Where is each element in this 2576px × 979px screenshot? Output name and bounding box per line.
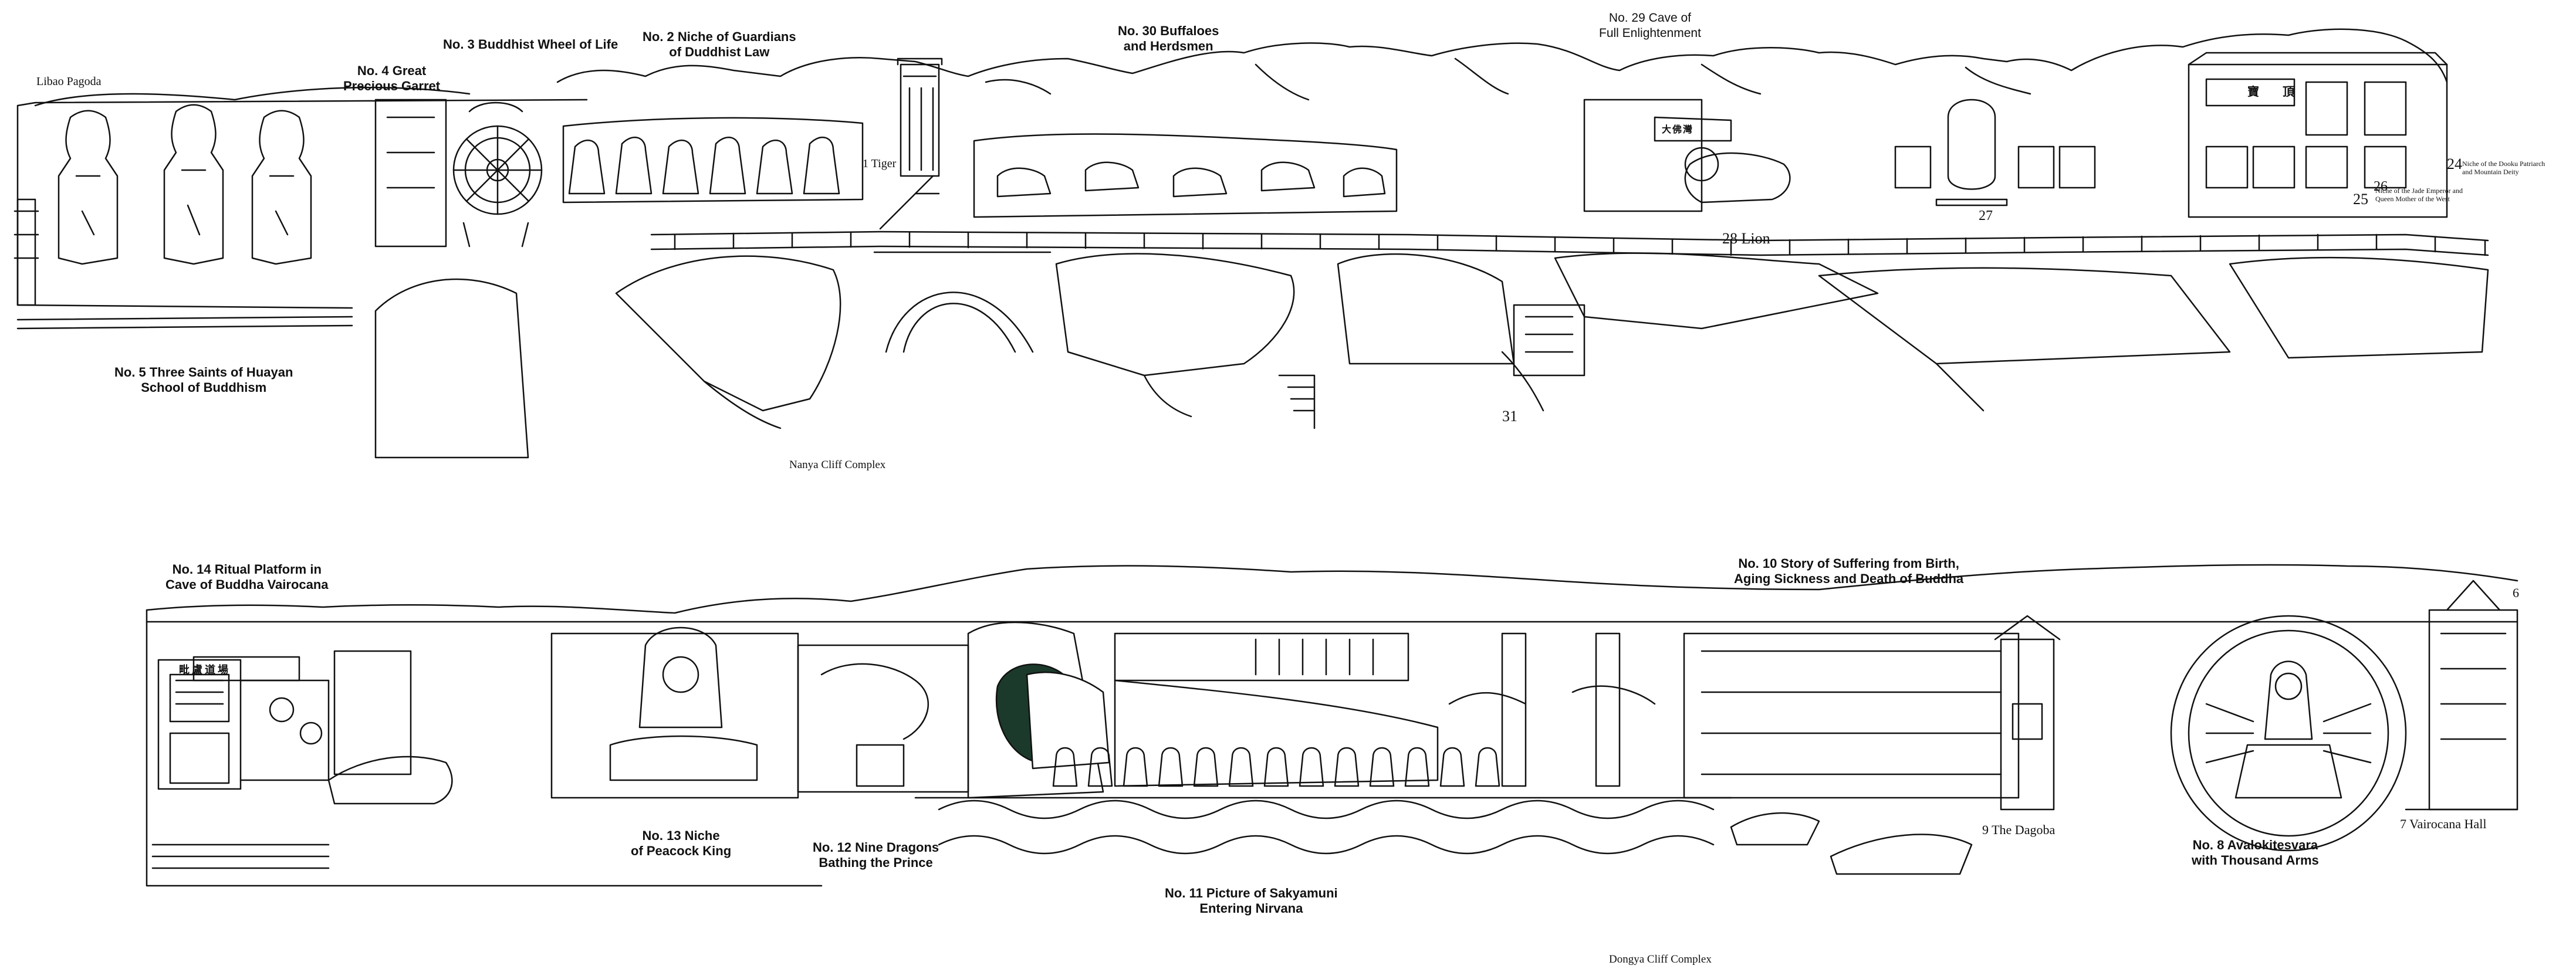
label-no14-line2: Cave of Buddha Vairocana (165, 577, 329, 592)
label-no11-line1: No. 11 Picture of Sakyamuni (1165, 886, 1338, 900)
label-no4: No. 4 Great Precious Garret (343, 63, 440, 94)
water-waves (938, 800, 1715, 819)
upper-mountain-ridge (556, 28, 2448, 83)
three-saints-statues (58, 104, 312, 265)
buffaloes-frieze (973, 133, 1398, 218)
label-no2-line2: of Duddhist Law (669, 45, 770, 59)
label-no4-line2: Precious Garret (343, 79, 441, 93)
label-no14: No. 14 Ritual Platform in Cave of Buddha… (165, 562, 329, 592)
label-no8-line2: with Thousand Arms (2192, 853, 2319, 868)
great-precious-garret (374, 99, 447, 248)
label-tiger: 1 Tiger (863, 157, 897, 170)
label-no5-line1: No. 5 Three Saints of Huayan (114, 365, 293, 380)
stone-tower (900, 63, 940, 177)
thousand-arms-avalokitesvara (2170, 615, 2407, 852)
upper-balustrade (16, 231, 2489, 330)
label-no13-line1: No. 13 Niche (642, 828, 720, 843)
libao-pagoda-drawing (13, 198, 39, 306)
note-24: Niche of the Dooku Patriarch and Mountai… (2462, 160, 2545, 176)
wheel-of-life-drawing (452, 101, 543, 248)
label-27: 27 (1979, 208, 1993, 223)
label-no13: No. 13 Niche of Peacock King (631, 828, 731, 859)
label-24: 24 (2447, 155, 2462, 172)
carved-pillars (1448, 632, 1656, 787)
label-no29: No. 29 Cave of Full Enlightenment (1599, 11, 1701, 41)
lower-panel-drawing (146, 564, 2518, 887)
disciples-row (1052, 747, 1500, 787)
label-no2-line1: No. 2 Niche of Guardians (643, 29, 796, 44)
label-libao-pagoda: Libao Pagoda (36, 75, 102, 88)
dagoba-drawing (1994, 615, 2061, 811)
note-25: Niche of the Jade Emperor and Queen Moth… (2375, 187, 2463, 203)
signboard-dafowan: 大佛灣 (1662, 125, 1694, 135)
label-31: 31 (1502, 408, 1517, 425)
label-no12-line1: No. 12 Nine Dragons (813, 840, 939, 855)
label-vairocana-hall: 7 Vairocana Hall (2400, 817, 2487, 831)
label-no10: No. 10 Story of Suffering from Birth, Ag… (1734, 556, 1963, 587)
enlightenment-cave (1583, 99, 1703, 212)
lion-drawing (1684, 152, 1791, 204)
label-no29-line2: Full Enlightenment (1599, 26, 1701, 40)
signboard-piludaochang: 毗盧道場 (179, 664, 231, 676)
caption-nanya: Nanya Cliff Complex (789, 459, 886, 471)
upper-panel-drawing (13, 28, 2489, 459)
shrine-building (2188, 52, 2448, 218)
label-no12-line2: Bathing the Prince (819, 855, 933, 870)
label-no30-line1: No. 30 Buffaloes (1118, 23, 1219, 38)
reclining-buddha-nirvana (967, 621, 1439, 799)
ritual-platform-cave14 (151, 650, 412, 869)
stairs-upper (879, 175, 940, 230)
signboard-baoding: 寶頂 (2247, 86, 2318, 99)
label-no3: No. 3 Buddhist Wheel of Life (443, 37, 618, 52)
vairocana-hall (2428, 580, 2518, 811)
label-no12: No. 12 Nine Dragons Bathing the Prince (813, 840, 939, 870)
label-no5: No. 5 Three Saints of Huayan School of B… (114, 365, 293, 395)
label-no14-line1: No. 14 Ritual Platform in (172, 562, 322, 577)
note-25-line1: Niche of the Jade Emperor and (2375, 187, 2463, 195)
label-no8: No. 8 Avalokitesvara with Thousand Arms (2192, 838, 2319, 868)
label-no11: No. 11 Picture of Sakyamuni Entering Nir… (1165, 886, 1338, 916)
label-no2: No. 2 Niche of Guardians of Duddhist Law (643, 29, 796, 60)
label-no30: No. 30 Buffaloes and Herdsmen (1118, 23, 1219, 54)
label-no10-line1: No. 10 Story of Suffering from Birth, (1738, 556, 1959, 571)
note-24-line1: Niche of the Dooku Patriarch (2462, 160, 2545, 168)
label-dagoba: 9 The Dagoba (1982, 822, 2056, 837)
label-26: 26 (2374, 179, 2388, 194)
label-6: 6 (2513, 585, 2519, 600)
label-no13-line2: of Peacock King (631, 844, 732, 858)
stone-bridge-arch (873, 251, 1052, 353)
lower-mountain-ridge (146, 564, 2518, 614)
label-25: 25 (2353, 191, 2368, 208)
story-of-suffering-relief (1683, 632, 2020, 799)
peacock-king-niche (550, 626, 799, 799)
label-lion: 28 Lion (1722, 230, 1770, 247)
guardians-figures (562, 117, 864, 204)
note-24-line2: and Mountain Deity (2462, 168, 2519, 176)
stairs-lower-upper (1278, 374, 1316, 429)
label-no5-line2: School of Buddhism (141, 380, 267, 395)
upper-rocks (374, 252, 2489, 459)
buddha-head-27 (1947, 99, 1996, 190)
caption-dongya: Dongya Cliff Complex (1609, 953, 1712, 966)
label-no30-line2: and Herdsmen (1123, 39, 1213, 53)
note-25-line2: Queen Mother of the West (2375, 195, 2450, 203)
label-no29-line1: No. 29 Cave of (1608, 11, 1692, 25)
lower-rocks (327, 756, 1973, 875)
label-no10-line2: Aging Sickness and Death of Buddha (1734, 571, 1964, 586)
label-no11-line2: Entering Nirvana (1199, 901, 1303, 916)
nine-dragons-relief (797, 644, 969, 793)
label-no8-line1: No. 8 Avalokitesvara (2192, 838, 2318, 852)
label-no4-line1: No. 4 Great (357, 63, 427, 78)
